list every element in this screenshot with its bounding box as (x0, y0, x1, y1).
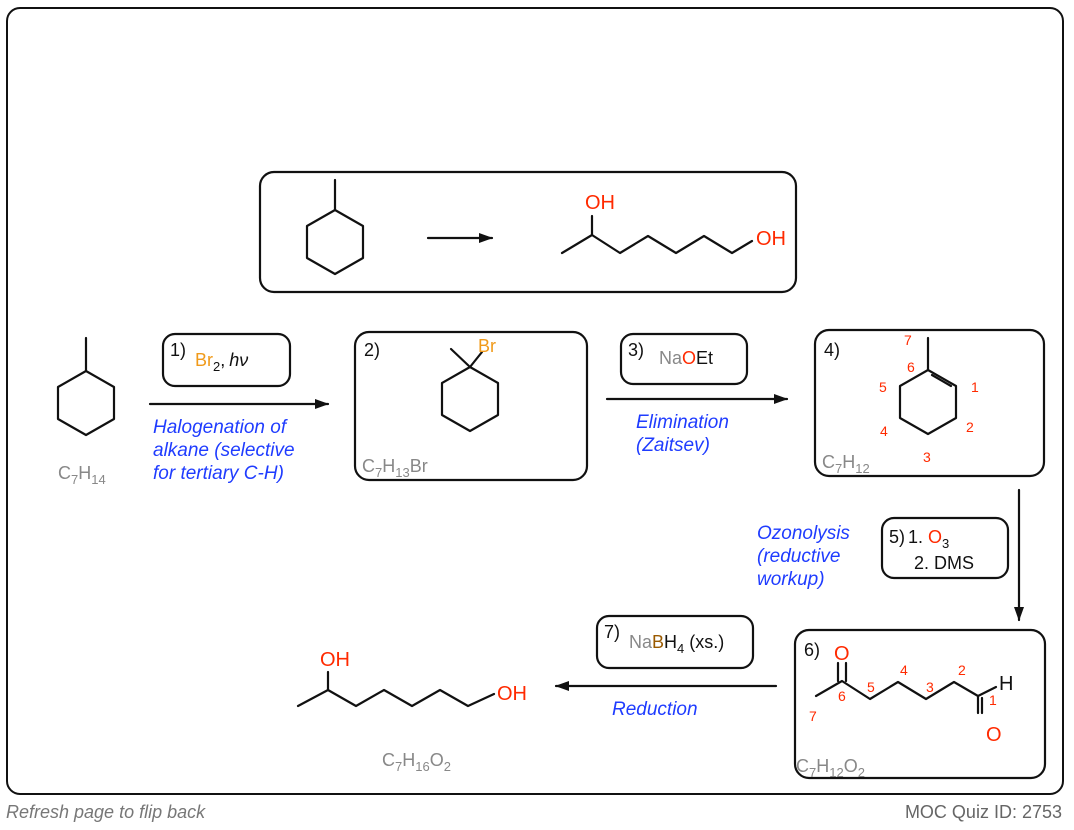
methylcyclohexane-problem (305, 178, 365, 276)
step6-h: H (999, 673, 1013, 695)
step6-number: 6) (804, 640, 820, 660)
step2-formula: C7H13Br (362, 456, 428, 480)
problem-oh-right: OH (756, 228, 786, 250)
step5-reagent-box: 5)1. O3 2. DMS (880, 516, 1010, 580)
step5-line1: 5)1. O3 (889, 527, 949, 551)
starting-material: C7H14 (56, 336, 116, 487)
step7-number: 7) (604, 622, 620, 642)
step4-formula: C7H12 (822, 452, 870, 476)
step3-reagent-box: 3) NaOEt (619, 332, 749, 386)
step3-number: 3) (628, 340, 644, 360)
step2-br: Br (478, 336, 496, 356)
final-product: OH OH C7H16O2 (296, 649, 527, 774)
step6-carbon-numbers: 1 2 3 4 5 6 7 (809, 662, 1001, 724)
problem-oh-top: OH (585, 192, 615, 214)
step6-box: 6) O O H 1 2 3 4 5 6 7 C7H12O2 (793, 628, 1047, 780)
step1-reagent: Br2,hν (195, 350, 248, 374)
step2-number: 2) (364, 340, 380, 360)
step4-box: 4) 1 2 3 4 5 6 7 C7H12 (813, 328, 1046, 478)
step5-line2: 2. DMS (914, 553, 974, 573)
diol-problem: OH OH (560, 192, 786, 255)
step4-number: 4) (824, 340, 840, 360)
step6-formula: C7H12O2 (796, 756, 865, 780)
step1-number: 1) (170, 340, 186, 360)
quiz-id: MOC Quiz ID: 2753 (904, 802, 1062, 822)
step1-annotation: Halogenation of alkane (selective for te… (153, 417, 300, 484)
start-formula: C7H14 (58, 463, 106, 487)
step3-annotation: Elimination (Zaitsev) (636, 412, 734, 456)
flip-back-hint[interactable]: Refresh page to flip back (6, 802, 206, 822)
step2-box: 2) Br C7H13Br (353, 330, 589, 482)
step4-carbon-numbers: 1 2 3 4 5 6 7 (879, 332, 983, 465)
product-formula: C7H16O2 (382, 750, 451, 774)
step3-reagent: NaOEt (659, 348, 713, 368)
product-oh-top: OH (320, 649, 350, 671)
step7-reagent-box: 7) NaBH4 (xs.) (595, 614, 755, 670)
step7-reagent: NaBH4 (xs.) (629, 632, 724, 656)
step6-o-top: O (834, 643, 850, 665)
step6-o-bottom: O (986, 724, 1002, 746)
product-oh-right: OH (497, 683, 527, 705)
step5-annotation: Ozonolysis (reductive workup) (757, 523, 855, 590)
problem-box: OH OH (258, 170, 798, 294)
step7-annotation: Reduction (612, 699, 698, 720)
step1-reagent-box: 1) Br2,hν (161, 332, 292, 388)
